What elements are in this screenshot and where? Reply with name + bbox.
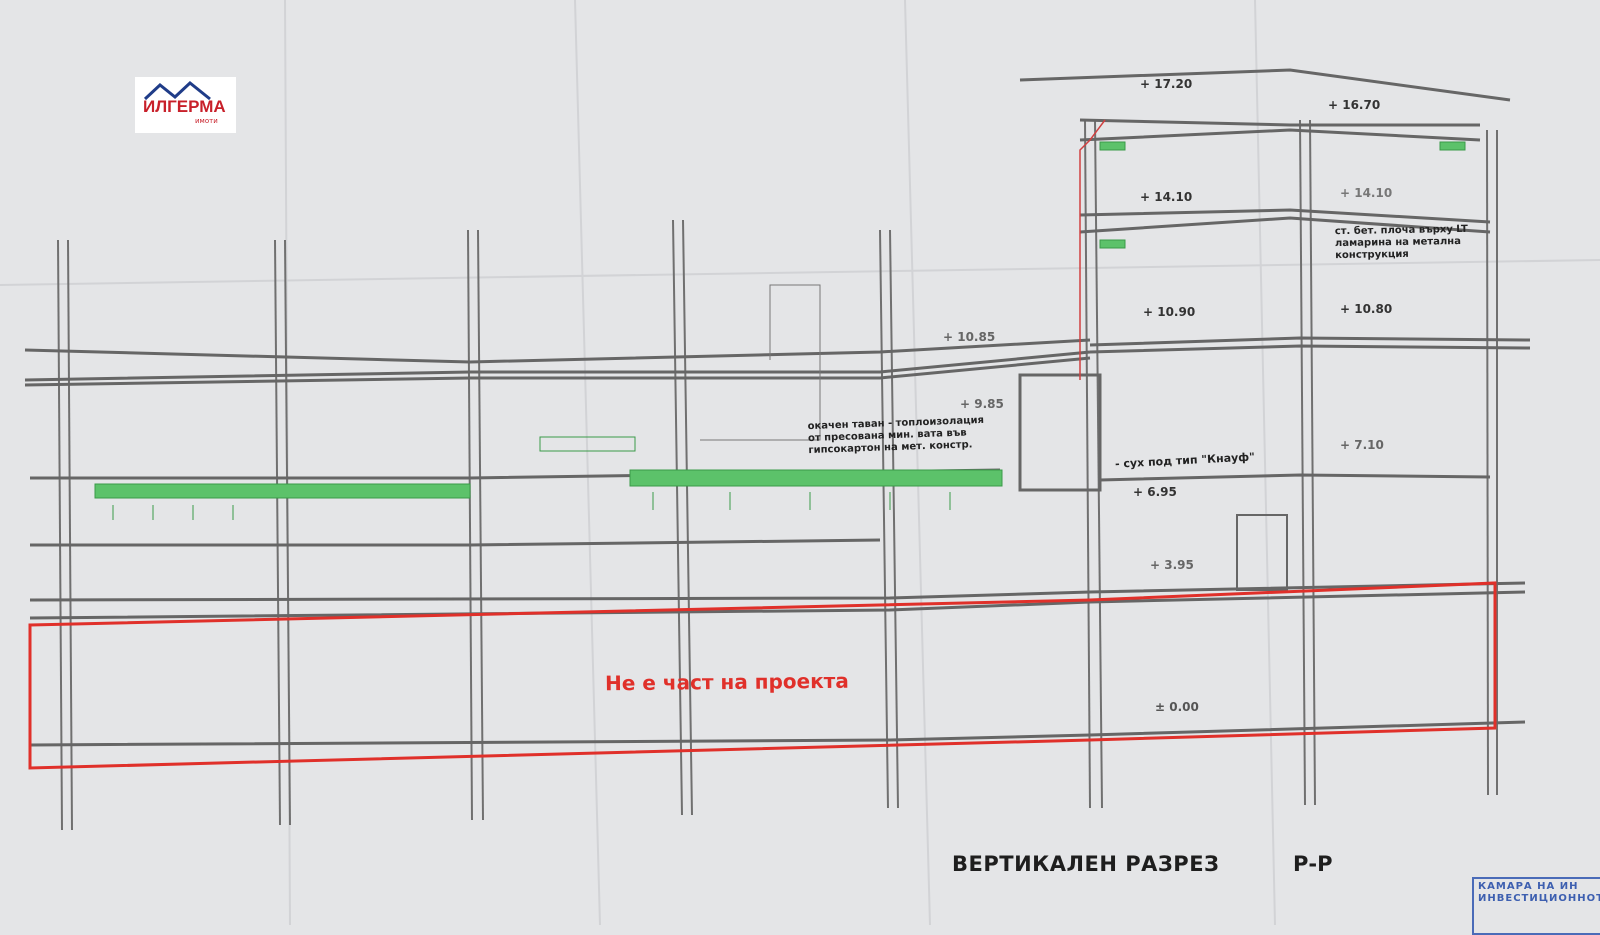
drawing-title: ВЕРТИКАЛЕН РАЗРЕЗ xyxy=(952,852,1220,876)
elevation-label: + 10.85 xyxy=(943,330,996,344)
stamp-line: КАМАРА НА ИН xyxy=(1478,881,1579,892)
elevation-label: + 10.90 xyxy=(1143,305,1196,319)
logo: ИЛГЕРМА имоти xyxy=(135,77,236,133)
section-id: Р-Р xyxy=(1293,852,1333,876)
ceiling-note: окачен таван - топлоизолация от пресован… xyxy=(807,415,985,457)
elevation-label: + 7.10 xyxy=(1340,438,1384,452)
elevation-label: + 6.95 xyxy=(1133,485,1177,499)
ventilation-ducts xyxy=(94,141,1466,499)
red-outline-upper xyxy=(1079,119,1106,380)
elevation-label: + 14.10 xyxy=(1340,186,1393,200)
house-logo-icon xyxy=(143,81,211,101)
excluded-area-outline xyxy=(28,581,1497,770)
stamp-line: ИНВЕСТИЦИОННОТО xyxy=(1478,893,1600,904)
note-line: конструкция xyxy=(1335,248,1409,262)
elevation-label: + 14.10 xyxy=(1140,190,1193,204)
elevation-label: + 10.80 xyxy=(1340,302,1393,316)
elevation-label: + 16.70 xyxy=(1328,98,1381,112)
chamber-stamp: КАМАРА НА ИН ИНВЕСТИЦИОННОТО xyxy=(1472,877,1600,935)
elevation-label: + 9.85 xyxy=(960,397,1004,411)
logo-text: ИЛГЕРМА xyxy=(143,97,226,116)
excluded-note: Не е част на проекта xyxy=(604,668,849,696)
airflow-arrows xyxy=(112,492,951,520)
slab-note: ст. бет. плоча върху LT ламарина на мета… xyxy=(1335,224,1469,262)
logo-subtitle: имоти xyxy=(195,117,218,125)
elevation-label: + 17.20 xyxy=(1140,77,1193,91)
elevation-label: + 3.95 xyxy=(1150,558,1194,572)
elevation-label: ± 0.00 xyxy=(1155,700,1199,714)
